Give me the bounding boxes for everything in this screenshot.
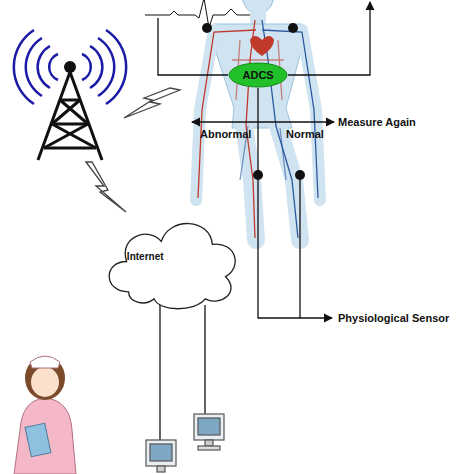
nurse-figure xyxy=(14,356,76,474)
ecg-waveform xyxy=(145,0,250,28)
node-text: ADCS xyxy=(243,69,274,81)
computers xyxy=(146,414,224,472)
annotation-label: Physiological Sensor xyxy=(338,312,449,324)
radio-tower xyxy=(14,30,126,160)
node-text: Internet xyxy=(127,251,164,262)
annotation-label: Abnormal xyxy=(200,128,251,140)
wires xyxy=(158,2,370,440)
internet-cloud: Internet xyxy=(98,206,246,312)
process-ellipse: ADCS xyxy=(228,62,288,88)
sensor-dots xyxy=(202,23,305,180)
annotation-label: Measure Again xyxy=(338,116,416,128)
lightning-bolts xyxy=(86,88,180,212)
node-outline xyxy=(98,206,246,312)
annotation-label: Normal xyxy=(286,128,324,140)
